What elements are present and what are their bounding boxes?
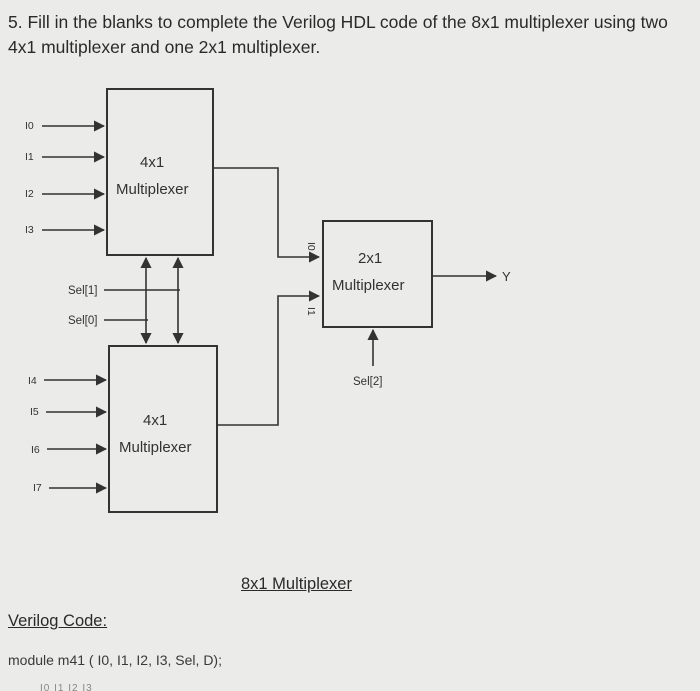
input-label-i6: I6 [31,444,40,456]
bottom-mux-label-1: 4x1 [143,412,167,429]
out-mux-label-1: 2x1 [358,250,382,267]
input-label-i5: I5 [30,406,39,418]
bottom-mux-output-wire [217,290,321,426]
top-mux-block [106,88,214,256]
bottom-mux-label-2: Multiplexer [119,439,192,456]
out-mux-input-label-0: I0 [305,242,317,251]
input-label-i3: I3 [25,224,34,236]
out-mux-input-label-1: I1 [305,307,317,316]
question-text: 5. Fill in the blanks to complete the Ve… [8,12,668,57]
mux-diagram: 4x1 Multiplexer I0 I1 I2 I3 4x1 Multiple… [25,88,511,513]
top-mux-label-2: Multiplexer [116,181,189,198]
diagram-title: 8x1 Multiplexer [241,575,352,593]
select-label-sel1: Sel[1] [68,285,97,297]
out-mux-block [322,220,433,328]
bottom-mux-block [108,345,218,513]
verilog-cut-line: I0 I1 I2 I3 [40,683,93,691]
verilog-heading: Verilog Code: [8,612,108,630]
input-label-i2: I2 [25,188,34,200]
input-label-i1: I1 [25,151,34,163]
top-mux-label-1: 4x1 [140,154,164,171]
select-label-sel2: Sel[2] [353,376,382,388]
select-label-sel0: Sel[0] [68,315,97,327]
top-mux-output-wire [213,167,321,263]
input-label-i7: I7 [33,482,42,494]
output-label-y: Y [502,269,511,284]
verilog-code-line: module m41 ( I0, I1, I2, I3, Sel, D); [8,652,222,668]
out-mux-label-2: Multiplexer [332,277,405,294]
input-label-i0: I0 [25,120,34,132]
input-label-i4: I4 [28,375,37,387]
